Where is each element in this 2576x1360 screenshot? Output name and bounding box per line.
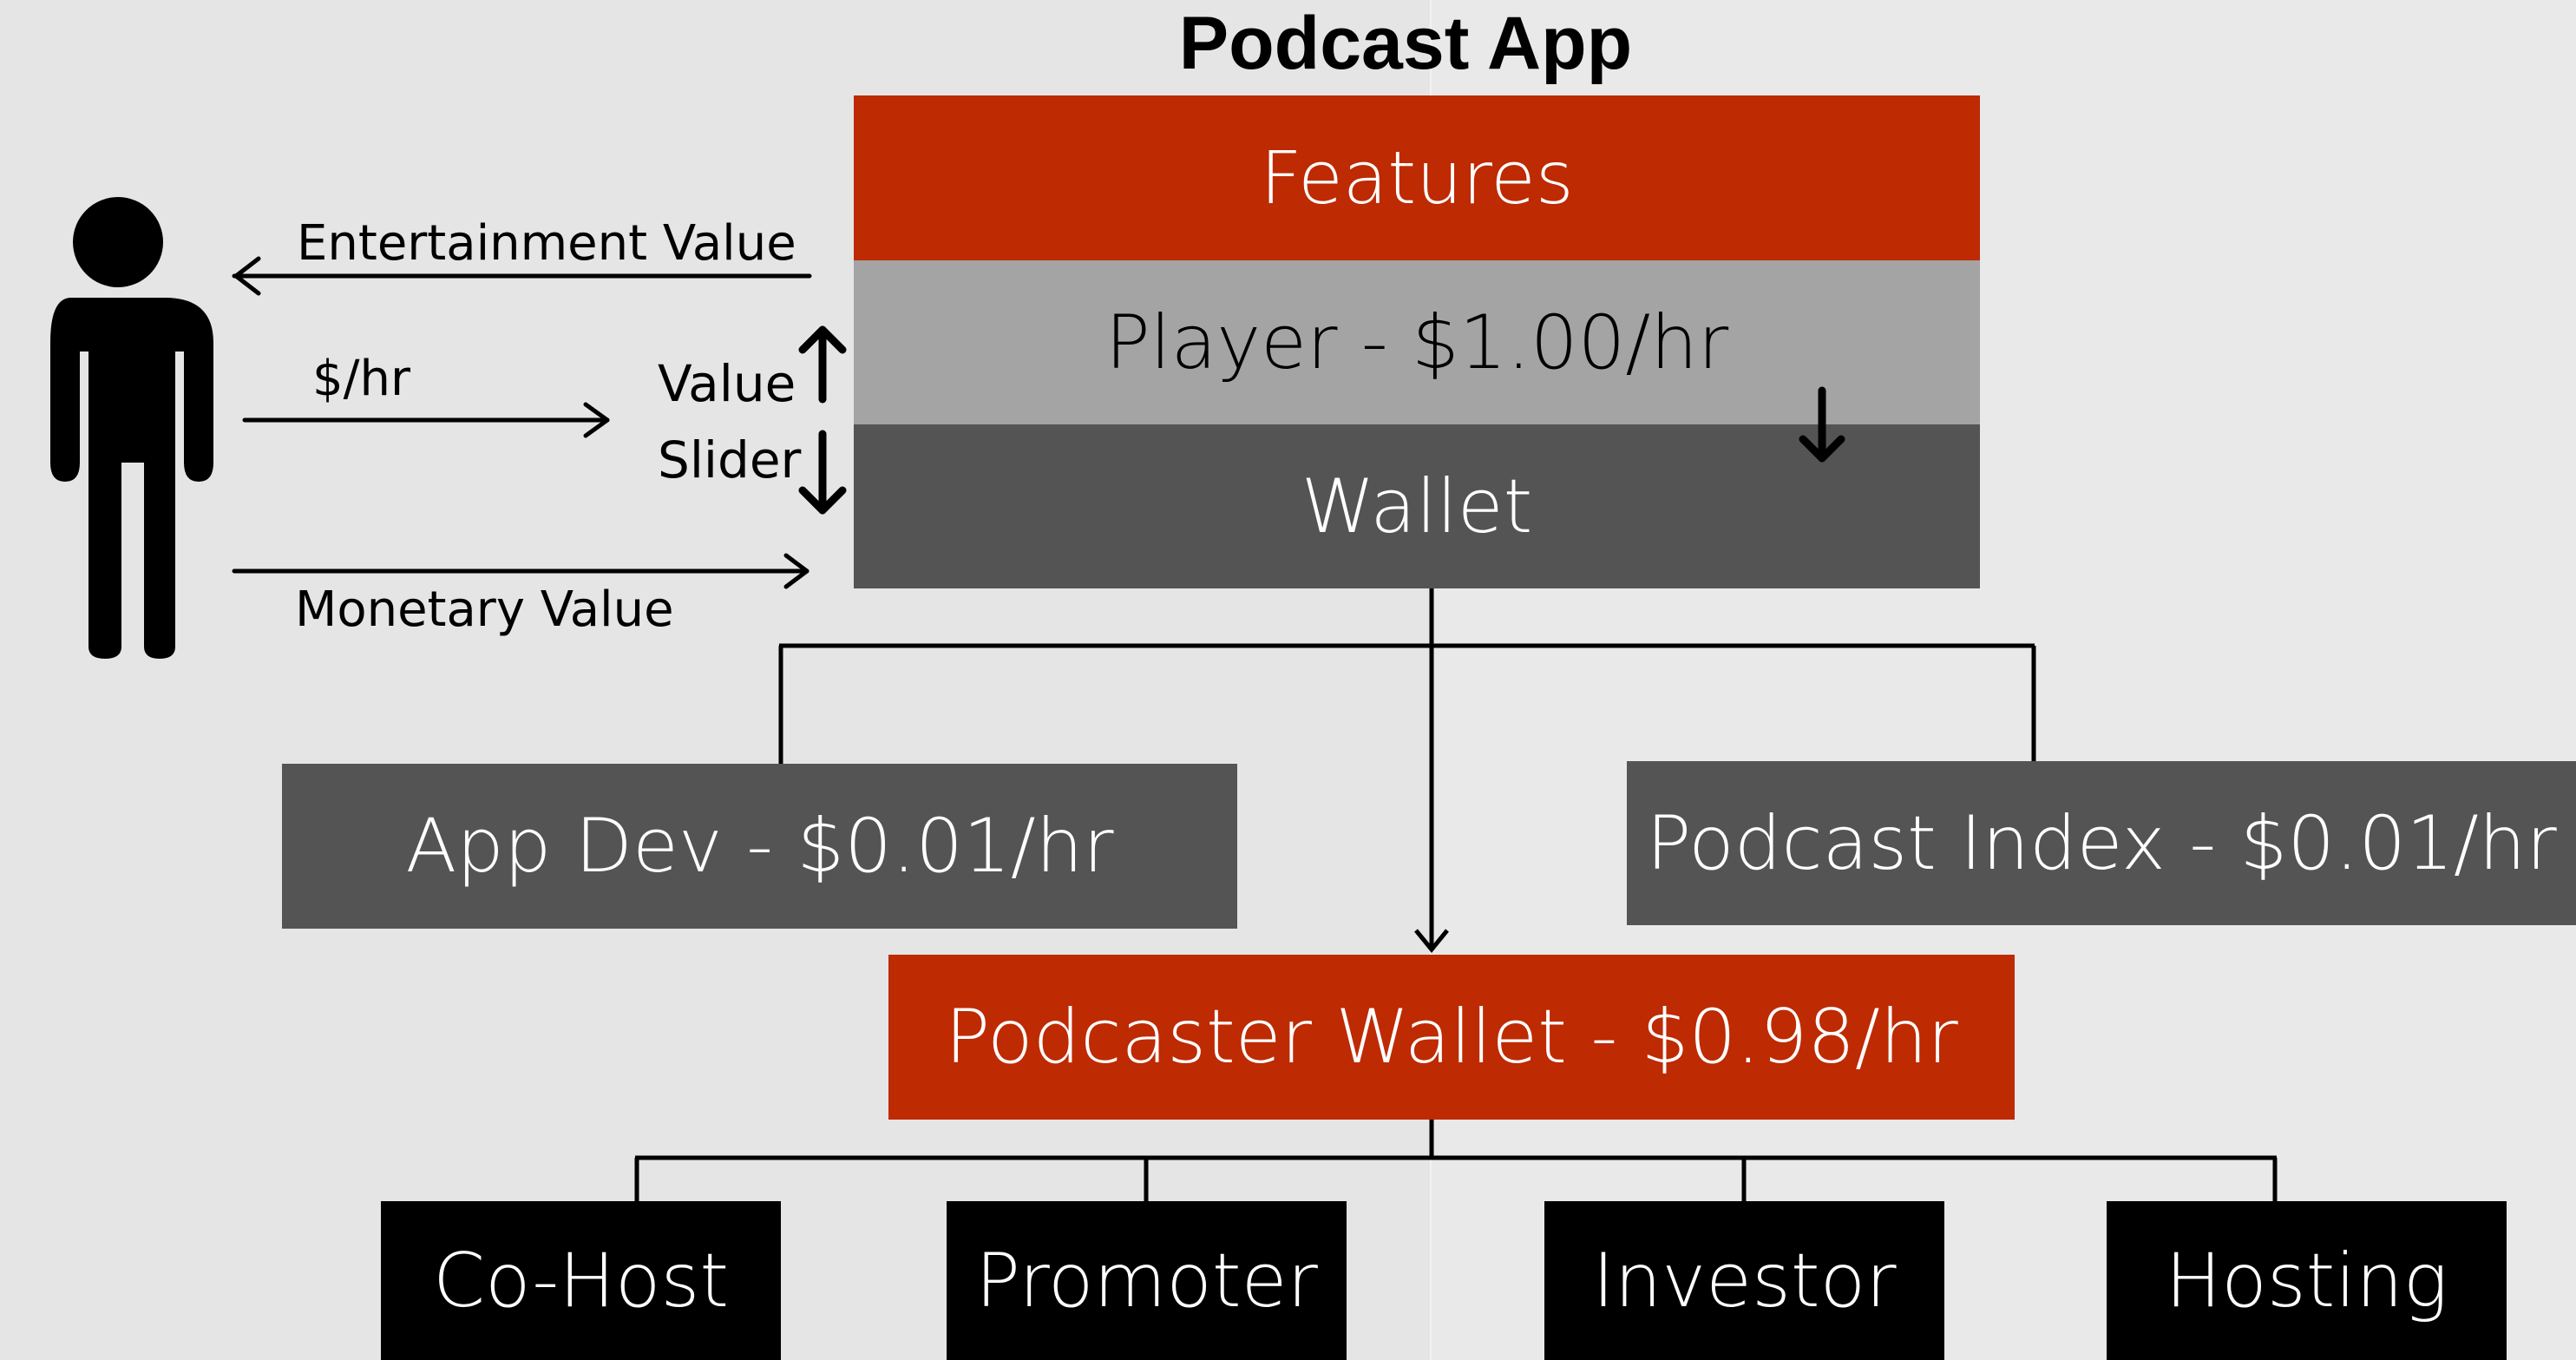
features-box: Features xyxy=(854,95,1980,260)
person-icon xyxy=(50,197,213,659)
entertainment-value-label: Entertainment Value xyxy=(297,215,796,272)
app-dev-box: App Dev - $0.01/hr xyxy=(282,764,1237,929)
rate-label: $/hr xyxy=(312,351,411,407)
wallet-box: Wallet xyxy=(854,424,1980,588)
page-title: Podcast App xyxy=(1178,2,1633,85)
player-box: Player - $1.00/hr xyxy=(854,260,1980,424)
podcaster-arrowhead xyxy=(1414,929,1449,953)
hosting-box: Hosting xyxy=(2107,1201,2507,1360)
investor-box: Investor xyxy=(1544,1201,1944,1360)
value-slider-label: Value Slider xyxy=(658,345,801,498)
value-slider-label-line-1: Value xyxy=(658,354,796,413)
podcaster-wallet-box: Podcaster Wallet - $0.98/hr xyxy=(888,955,2015,1120)
cohost-box: Co-Host xyxy=(381,1201,781,1360)
value-slider-label-line-2: Slider xyxy=(658,430,802,489)
podcast-index-box: Podcast Index - $0.01/hr xyxy=(1627,761,2576,925)
promoter-box: Promoter xyxy=(947,1201,1347,1360)
monetary-value-label: Monetary Value xyxy=(295,581,674,638)
